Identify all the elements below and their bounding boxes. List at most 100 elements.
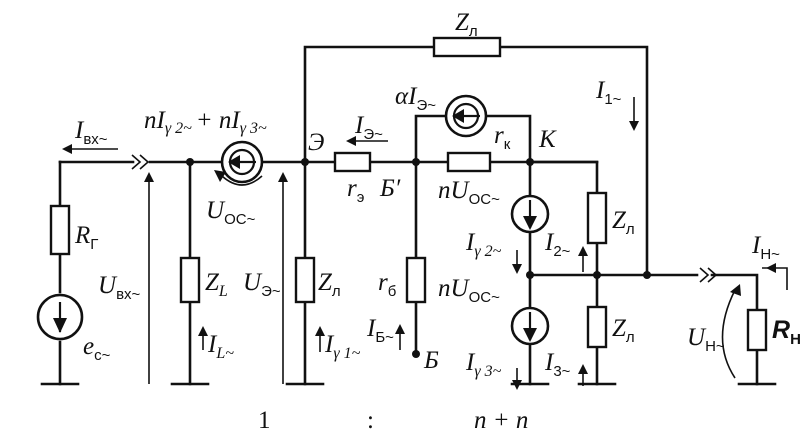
label-ig1: Iγ 1~ xyxy=(324,331,361,362)
arrow-ig1 xyxy=(315,326,325,352)
svg-text:rб: rб xyxy=(378,269,396,300)
arrow-i-in xyxy=(62,144,118,154)
svg-text:I2~: I2~ xyxy=(544,229,571,260)
node-dot xyxy=(643,271,651,279)
label-main: r xyxy=(494,122,504,149)
svg-text:UЭ~: UЭ~ xyxy=(243,269,281,300)
arrow-u-oc xyxy=(214,170,263,186)
resistor-r-b xyxy=(405,256,427,304)
label-z-l3: Zл xyxy=(612,315,635,346)
label-main: I xyxy=(751,232,762,259)
wires xyxy=(40,45,777,386)
label-i-n: IН~ xyxy=(751,232,780,263)
label-z-top: Zл xyxy=(455,9,478,40)
label-sub: к xyxy=(504,136,511,153)
resistor-r-k xyxy=(446,151,492,173)
ratio-right: n + n xyxy=(474,407,528,434)
svg-text:rэ: rэ xyxy=(347,175,365,206)
label-sub: 1~ xyxy=(604,91,621,108)
resistor-z-top xyxy=(432,36,502,58)
label-sub: л xyxy=(332,283,341,300)
label-e-node: Э xyxy=(308,129,324,156)
ratio-left: 1 xyxy=(258,407,271,434)
svg-text:Iвх~: Iвх~ xyxy=(74,117,108,148)
label-main: I xyxy=(207,331,218,358)
label-k-node: K xyxy=(538,126,557,153)
label-r-k: rк xyxy=(494,122,511,153)
label-n-ig: nIγ 2~+ nIγ 3~ xyxy=(144,107,267,137)
node-dot xyxy=(301,158,309,166)
node-dot xyxy=(186,158,194,166)
label-main: Z xyxy=(205,269,220,296)
label-main: K xyxy=(538,126,557,153)
svg-text:I1~: I1~ xyxy=(595,77,622,108)
svg-text:IБ~: IБ~ xyxy=(366,315,394,346)
arrow-i-e xyxy=(346,136,388,146)
arrow-i1 xyxy=(629,97,639,131)
arrow-u-e xyxy=(278,172,288,384)
label-u-oc: UOC~ xyxy=(206,197,256,228)
node-dot xyxy=(593,271,601,279)
label-sub: Н~ xyxy=(705,338,725,355)
label-r-g: RГ xyxy=(74,222,98,253)
label-i-in: Iвх~ xyxy=(74,117,108,148)
label-sub: Э~ xyxy=(363,126,383,143)
label-main: e xyxy=(83,333,94,360)
resistor-r-g xyxy=(49,204,71,256)
label-main: R xyxy=(74,222,90,249)
label-main: nU xyxy=(438,177,471,204)
label-sub: γ 2~ xyxy=(474,243,501,260)
label-sub: γ 1~ xyxy=(333,345,360,362)
label-u-e: UЭ~ xyxy=(243,269,281,300)
label-main: Z xyxy=(612,207,627,234)
label-main: I xyxy=(544,229,555,256)
label-sub: γ 2~ xyxy=(165,120,192,137)
label-sub: э xyxy=(357,189,365,206)
svg-text:Zл: Zл xyxy=(612,207,635,238)
resistor-r-e xyxy=(333,151,372,173)
label-main: U xyxy=(243,269,263,296)
svg-text:UOC~: UOC~ xyxy=(206,197,256,228)
arrow-ig3 xyxy=(512,368,522,390)
output-terminal xyxy=(699,267,718,283)
svg-text:ZL: ZL xyxy=(205,269,228,300)
svg-text:IН~: IН~ xyxy=(751,232,780,263)
svg-text:UН~: UН~ xyxy=(687,324,725,355)
label-main: r xyxy=(347,175,357,202)
node-dot xyxy=(526,271,534,279)
resistor-z-l3 xyxy=(586,305,608,349)
arrow-i-L xyxy=(198,326,208,350)
label-sub: вх~ xyxy=(116,286,140,303)
node-dot xyxy=(526,158,534,166)
label-sub: γ 3~ xyxy=(240,120,267,137)
svg-text:nUOC~: nUOC~ xyxy=(438,177,500,208)
label-main: + nI xyxy=(196,107,242,134)
label-r-n: RН xyxy=(772,316,801,348)
label-main: I xyxy=(354,112,365,139)
label-main: U xyxy=(687,324,707,351)
label-main: nI xyxy=(144,107,167,134)
label-z-l1: Zл xyxy=(318,269,341,300)
label-u-n: UН~ xyxy=(687,324,725,355)
label-sub: Э~ xyxy=(261,283,281,300)
label-main: U xyxy=(98,272,118,299)
label-main: R xyxy=(772,316,790,344)
svg-text:nIγ 2~+ nIγ 3~: nIγ 2~+ nIγ 3~ xyxy=(144,107,267,137)
label-sub: л xyxy=(469,23,478,40)
ratio-colon: : xyxy=(367,407,374,434)
label-i-e: IЭ~ xyxy=(354,112,383,143)
arrow-i-n xyxy=(762,263,788,290)
source-ig2 xyxy=(510,194,550,234)
label-e-c: ec~ xyxy=(83,333,111,364)
arrow-i3 xyxy=(578,364,588,386)
label-r-b: rб xyxy=(378,269,396,300)
label-sub: 3~ xyxy=(553,363,570,380)
svg-text:IЭ~: IЭ~ xyxy=(354,112,383,143)
label-main: I xyxy=(595,77,606,104)
label-sub: вх~ xyxy=(83,131,107,148)
arrow-i2 xyxy=(578,246,588,272)
resistor-r-n xyxy=(746,308,768,352)
arrow-i-b xyxy=(395,324,405,350)
